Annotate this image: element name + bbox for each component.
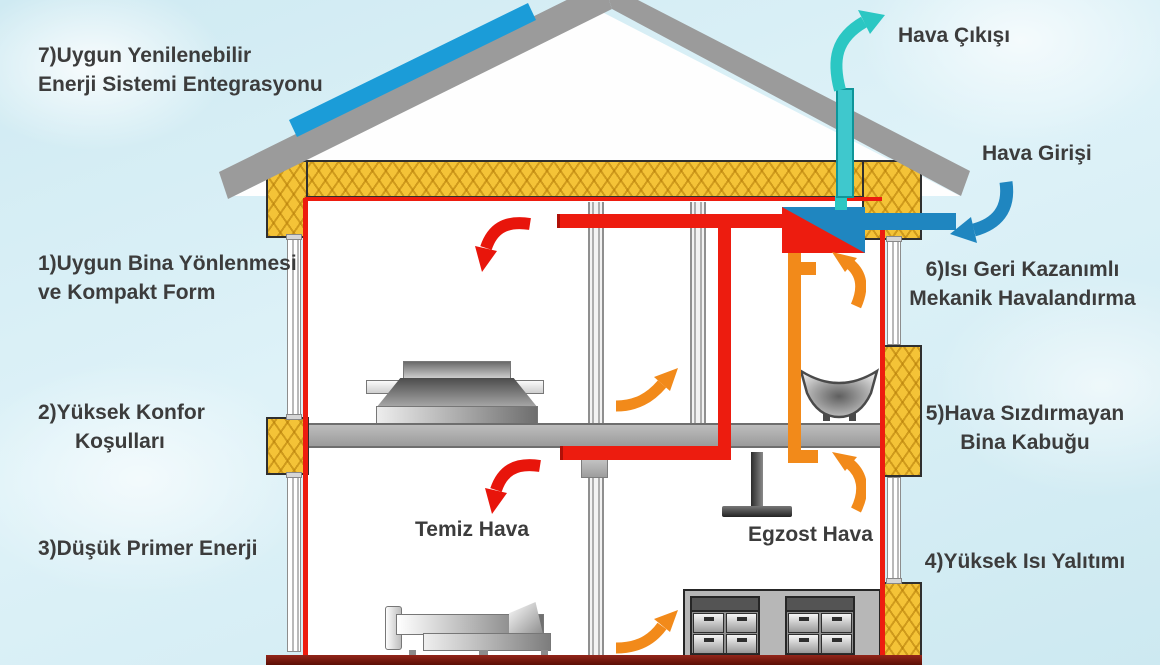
label-air-inlet: Hava Girişi <box>982 142 1092 165</box>
label-line: 4)Yüksek Isı Yalıtımı <box>924 550 1126 573</box>
sofa-back <box>509 602 543 634</box>
label-airtight-envelope: 5)Hava Sızdırmayan Bina Kabuğu <box>905 400 1145 458</box>
outlet-duct <box>836 88 854 198</box>
drawer <box>693 634 724 654</box>
heat-recovery-unit <box>782 207 865 253</box>
label-line: 6)Isı Geri Kazanımlı <box>925 258 1120 281</box>
heat-recovery-split <box>782 207 865 253</box>
drawer <box>726 634 757 654</box>
drawer-cabinet <box>683 589 881 660</box>
wall-insulation-left-eave <box>266 160 308 238</box>
label-primary-energy: 3)Düşük Primer Enerji <box>38 535 257 564</box>
window-left-lower <box>287 476 301 652</box>
sofa <box>383 602 561 660</box>
wall-insulation-left-mid <box>266 417 309 475</box>
sofa-leg <box>541 650 548 659</box>
supply-duct-riser <box>718 214 731 460</box>
drawer-group <box>690 596 760 655</box>
label-insulation: 4)Yüksek Isı Yalıtımı <box>905 548 1145 577</box>
window-right-lower <box>887 477 901 582</box>
wall-insulation-right-bottom <box>883 582 922 665</box>
ground-slab-edge <box>266 655 922 665</box>
interior-column-right <box>690 202 706 424</box>
solar-panel <box>289 3 536 137</box>
pedestal-table <box>722 451 792 519</box>
inlet-duct <box>862 213 956 230</box>
air-outlet-arrow <box>830 10 885 92</box>
stove-furniture <box>366 361 544 425</box>
label-line: 7)Uygun Yenilenebilir <box>38 44 252 67</box>
airtight-line-right-wall <box>880 228 885 658</box>
drawer <box>726 613 757 633</box>
window-sill <box>286 234 302 240</box>
window-sill <box>286 472 302 478</box>
sofa-leg <box>409 650 416 659</box>
window-sill <box>886 236 902 242</box>
table-stem <box>751 452 763 509</box>
outlet-duct-connector <box>835 196 847 210</box>
drawer-group <box>785 596 855 655</box>
drawer <box>788 613 819 633</box>
drawer <box>693 613 724 633</box>
label-line: ve Kompakt Form <box>38 280 216 304</box>
drawer <box>821 634 852 654</box>
airtight-line-left-wall <box>303 198 308 658</box>
label-heat-recovery: 6)Isı Geri Kazanımlı Mekanik Havalandırm… <box>895 256 1150 314</box>
sofa-leg <box>479 650 488 659</box>
drawer-header <box>787 598 853 612</box>
sofa-chaise <box>423 633 551 651</box>
table-base <box>722 506 792 517</box>
exhaust-pipe-foot <box>799 450 818 463</box>
label-renewable-energy: 7)Uygun Yenilenebilir Enerji Sistemi Ent… <box>38 42 323 100</box>
supply-duct-lower <box>560 446 731 460</box>
label-line: Enerji Sistemi Entegrasyonu <box>38 72 323 96</box>
label-exhaust-air: Egzost Hava <box>748 523 873 546</box>
ceiling-insulation <box>266 160 922 198</box>
label-line: Bina Kabuğu <box>960 430 1090 454</box>
air-inlet-arrow <box>950 181 1014 243</box>
label-line: 3)Düşük Primer Enerji <box>38 537 258 560</box>
label-line: Koşulları <box>75 429 165 453</box>
label-line: 5)Hava Sızdırmayan <box>925 402 1125 425</box>
airtight-line-ceiling <box>305 197 882 201</box>
exhaust-pipe-riser <box>788 253 801 463</box>
label-clean-air: Temiz Hava <box>415 518 529 541</box>
label-line: Mekanik Havalandırma <box>909 286 1136 310</box>
stove-body <box>376 378 538 408</box>
label-air-outlet: Hava Çıkışı <box>898 24 1011 47</box>
supply-duct-upper <box>557 214 783 228</box>
stove-base <box>376 406 538 424</box>
label-building-orientation: 1)Uygun Bina Yönlenmesi ve Kompakt Form <box>38 250 297 308</box>
drawer-header <box>692 598 758 612</box>
window-sill <box>286 414 302 420</box>
exhaust-pipe-stub <box>799 262 816 275</box>
label-line: 2)Yüksek Konfor <box>38 401 205 424</box>
label-line: 1)Uygun Bina Yönlenmesi <box>38 252 297 275</box>
drawer <box>788 634 819 654</box>
window-sill <box>886 578 902 584</box>
wall-insulation-right-mid <box>883 345 922 477</box>
label-comfort: 2)Yüksek Konfor Koşulları <box>38 399 205 457</box>
drawer <box>821 613 852 633</box>
